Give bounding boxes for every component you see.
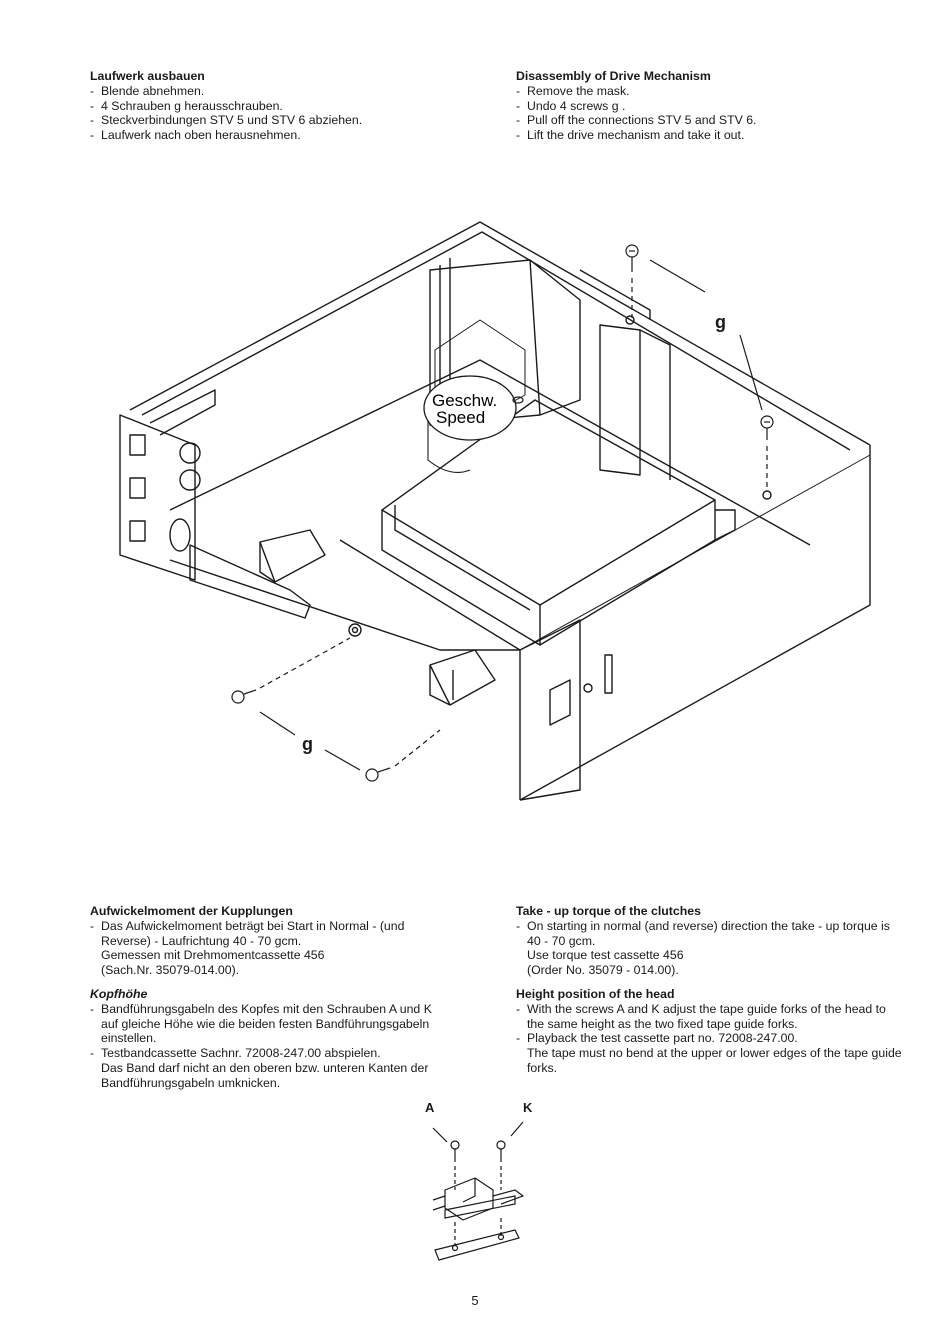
connector-right: [429, 649, 496, 706]
list-item: Undo 4 screws g .: [516, 99, 896, 114]
screw-icon: [231, 689, 257, 704]
list-item: Das Aufwickelmoment beträgt bei Start in…: [90, 919, 462, 978]
list-item: Testbandcassette Sachnr. 72008-247.00 ab…: [90, 1046, 462, 1090]
list-item: Playback the test cassette part no. 7200…: [516, 1031, 906, 1075]
list-item: 4 Schrauben g herausschrauben.: [90, 99, 450, 114]
section-subtitle: Height position of the head: [516, 986, 675, 1001]
bubble-text-geschw: Geschw.: [432, 391, 497, 410]
step-list: With the screws A and K adjust the tape …: [516, 1002, 906, 1076]
housing-back-top-edge: [129, 221, 871, 446]
section-title: Disassembly of Drive Mechanism: [516, 69, 711, 83]
step-list: Remove the mask. Undo 4 screws g . Pull …: [516, 84, 896, 143]
front-rail: [189, 544, 311, 619]
section-clutch-head-de: Aufwickelmoment der Kupplungen Das Aufwi…: [90, 904, 462, 1091]
page-number: 5: [471, 1293, 479, 1308]
step-list: Blende abnehmen. 4 Schrauben g heraussch…: [90, 84, 450, 143]
left-side-panel: [119, 414, 196, 581]
step-list: On starting in normal (and reverse) dire…: [516, 919, 906, 978]
housing-back-inner-edge: [141, 231, 851, 451]
step-list: Bandführungsgabeln des Kopfes mit den Sc…: [90, 1002, 462, 1091]
tape-head-drawing: A K: [425, 1100, 533, 1261]
housing-floor-front: [169, 559, 520, 651]
list-item: Steckverbindungen STV 5 und STV 6 abzieh…: [90, 113, 450, 128]
section-clutch-head-en: Take - up torque of the clutches On star…: [516, 904, 906, 1076]
list-item: On starting in normal (and reverse) dire…: [516, 919, 906, 978]
label-g-bottom: g: [302, 734, 313, 754]
list-item: Pull off the connections STV 5 and STV 6…: [516, 113, 896, 128]
section-title: Laufwerk ausbauen: [90, 69, 205, 83]
list-item: Laufwerk nach oben herausnehmen.: [90, 128, 450, 143]
speed-adjust-bubble: Geschw. Speed: [423, 375, 524, 473]
list-item: Remove the mask.: [516, 84, 896, 99]
label-k: K: [523, 1100, 533, 1115]
housing-right-wall: [519, 445, 871, 801]
section-title: Take - up torque of the clutches: [516, 904, 701, 918]
screw-a-icon: [450, 1140, 460, 1162]
list-item: With the screws A and K adjust the tape …: [516, 1002, 906, 1032]
list-item: Blende abnehmen.: [90, 84, 450, 99]
housing-floor-back: [169, 359, 811, 546]
chassis-exploded-drawing: Geschw. Speed: [119, 221, 871, 801]
right-rear-bracket: [599, 324, 641, 476]
connector-left: [259, 529, 326, 583]
screw-icon: [365, 767, 391, 782]
section-subtitle: Kopfhöhe: [90, 986, 148, 1001]
section-drive-removal-de: Laufwerk ausbauen Blende abnehmen. 4 Sch…: [90, 69, 450, 143]
step-list: Das Aufwickelmoment beträgt bei Start in…: [90, 919, 462, 978]
list-item: Lift the drive mechanism and take it out…: [516, 128, 896, 143]
list-item: Bandführungsgabeln des Kopfes mit den Sc…: [90, 1002, 462, 1046]
speed-pot-icon: [512, 396, 524, 404]
drive-mechanism-box: [381, 399, 716, 606]
screw-k-icon: [496, 1140, 506, 1162]
screw-icon: [760, 415, 774, 440]
bubble-text-speed: Speed: [436, 408, 485, 427]
screw-icon: [625, 244, 639, 272]
base-plate: [434, 1229, 520, 1261]
section-drive-removal-en: Disassembly of Drive Mechanism Remove th…: [516, 69, 896, 143]
label-g-top: g: [715, 312, 726, 332]
label-a: A: [425, 1100, 435, 1115]
front-panel: [519, 619, 581, 801]
section-title: Aufwickelmoment der Kupplungen: [90, 904, 293, 918]
